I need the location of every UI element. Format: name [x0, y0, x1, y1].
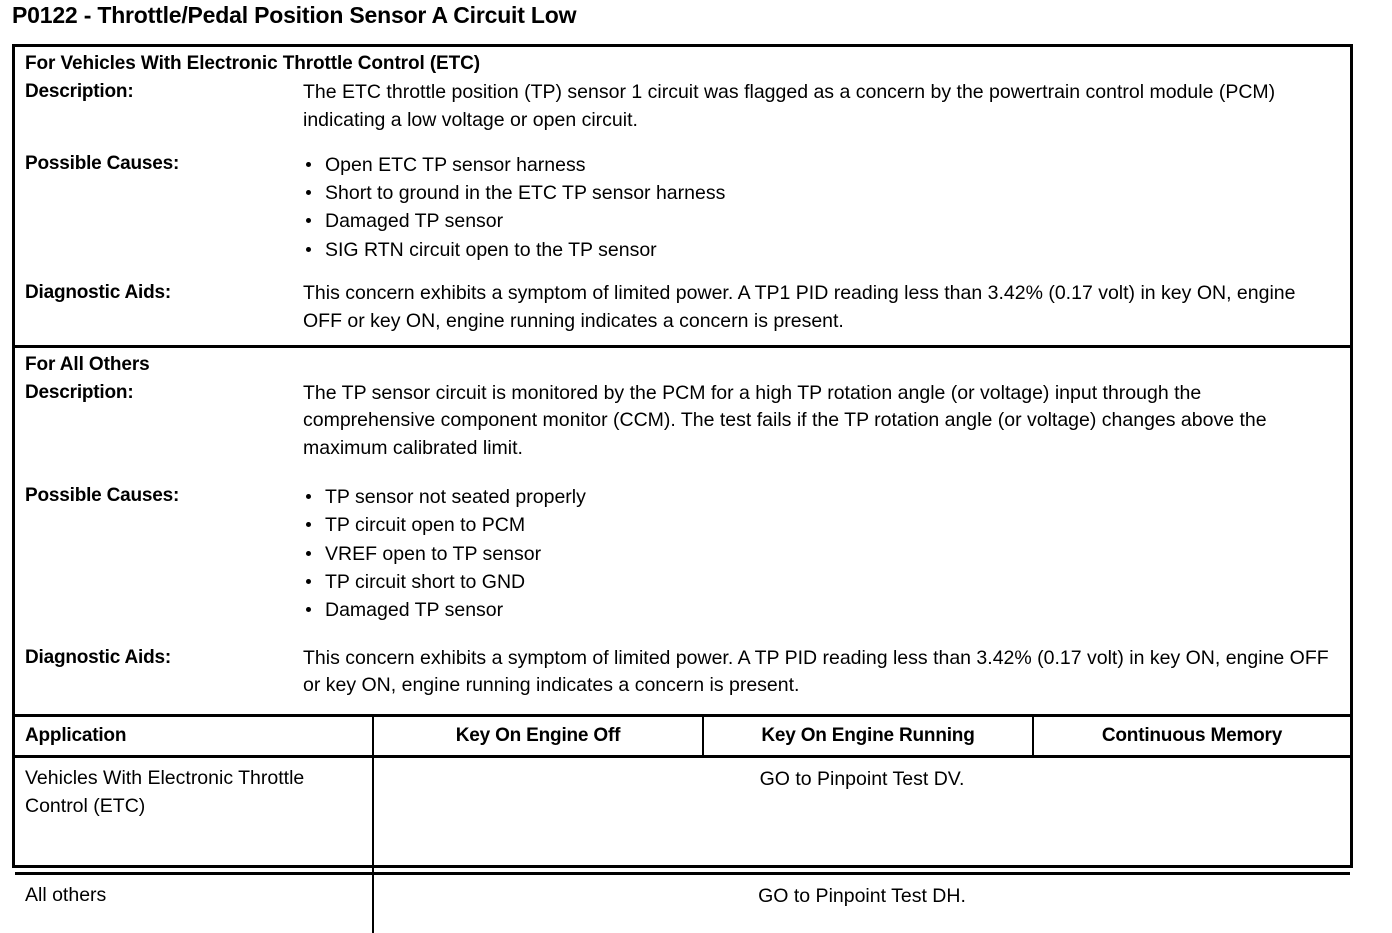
diagnostic-aids-label: Diagnostic Aids:: [25, 646, 171, 668]
diagnostic-aids-text: This concern exhibits a symptom of limit…: [303, 281, 1296, 332]
list-item: Open ETC TP sensor harness: [303, 151, 1338, 179]
table-header-row: Application Key On Engine Off Key On Eng…: [15, 715, 1350, 759]
section-etc-causes-row: Possible Causes: Open ETC TP sensor harn…: [15, 149, 1350, 264]
possible-causes-list: Open ETC TP sensor harness Short to grou…: [303, 151, 1338, 264]
section-etc-aids-row: Diagnostic Aids: This concern exhibits a…: [15, 278, 1350, 336]
column-header-continuous-memory: Continuous Memory: [1033, 715, 1350, 759]
section-etc-heading: For Vehicles With Electronic Throttle Co…: [25, 53, 480, 74]
possible-causes-label: Possible Causes:: [25, 152, 180, 174]
column-header-key-on-engine-off: Key On Engine Off: [373, 715, 704, 759]
table-row: All others GO to Pinpoint Test DH.: [15, 873, 1350, 933]
cell-test-result: GO to Pinpoint Test DH.: [758, 885, 966, 908]
list-item: VREF open to TP sensor: [303, 540, 1338, 568]
cell-test-result: GO to Pinpoint Test DV.: [373, 756, 1350, 876]
section-all-others-heading: For All Others: [25, 353, 150, 375]
document-page: P0122 - Throttle/Pedal Position Sensor A…: [12, 2, 1353, 933]
section-all-others-description-row: Description: The TP sensor circuit is mo…: [15, 378, 1350, 464]
column-header-key-on-engine-running: Key On Engine Running: [703, 715, 1034, 759]
description-text: The ETC throttle position (TP) sensor 1 …: [303, 81, 1276, 131]
dtc-detail-frame: For Vehicles With Electronic Throttle Co…: [12, 44, 1353, 933]
possible-causes-list: TP sensor not seated properly TP circuit…: [303, 483, 1338, 624]
possible-causes-label: Possible Causes:: [25, 485, 180, 507]
diagnostic-aids-text: This concern exhibits a symptom of limit…: [303, 646, 1329, 697]
application-test-table: Application Key On Engine Off Key On Eng…: [15, 714, 1350, 933]
section-etc: For Vehicles With Electronic Throttle Co…: [15, 47, 1350, 345]
list-item: Damaged TP sensor: [303, 207, 1338, 235]
diagnostic-aids-label: Diagnostic Aids:: [25, 281, 171, 303]
section-all-others-causes-row: Possible Causes: TP sensor not seated pr…: [15, 481, 1350, 624]
description-text: The TP sensor circuit is monitored by th…: [303, 381, 1267, 460]
page-title: P0122 - Throttle/Pedal Position Sensor A…: [12, 2, 577, 28]
cell-application: All others: [15, 873, 374, 933]
list-item: TP sensor not seated properly: [303, 483, 1338, 511]
description-label: Description:: [25, 81, 134, 102]
description-label: Description:: [25, 381, 134, 403]
column-header-application: Application: [15, 715, 374, 759]
section-all-others: For All Others Description: The TP senso…: [15, 344, 1350, 715]
list-item: Short to ground in the ETC TP sensor har…: [303, 179, 1338, 207]
table-row: Vehicles With Electronic Throttle Contro…: [15, 756, 1350, 876]
list-item: Damaged TP sensor: [303, 596, 1338, 624]
section-all-others-aids-row: Diagnostic Aids: This concern exhibits a…: [15, 643, 1350, 701]
list-item: SIG RTN circuit open to the TP sensor: [303, 236, 1338, 264]
section-etc-description-row: Description: The ETC throttle position (…: [15, 77, 1350, 135]
cell-application: Vehicles With Electronic Throttle Contro…: [15, 756, 374, 876]
list-item: TP circuit short to GND: [303, 568, 1338, 596]
list-item: TP circuit open to PCM: [303, 511, 1338, 539]
